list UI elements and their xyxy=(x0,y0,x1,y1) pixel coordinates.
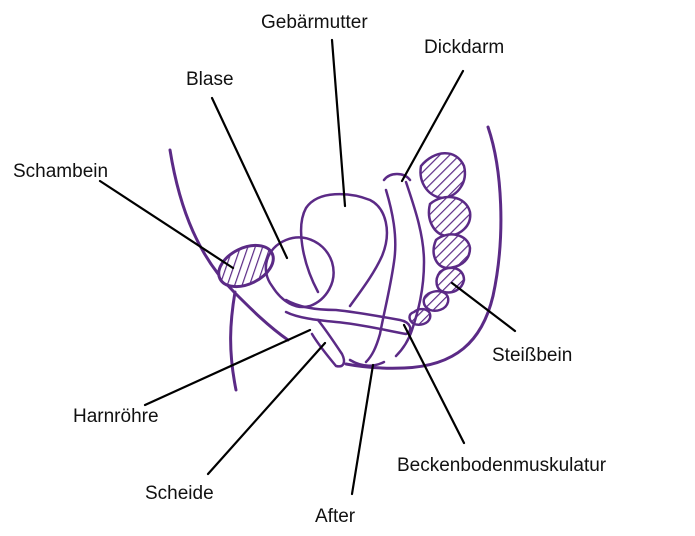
leader-beckenboden xyxy=(404,325,464,443)
front-body-outline xyxy=(170,150,288,340)
leader-harnroehre xyxy=(145,330,310,405)
coccyx-segment xyxy=(410,309,431,325)
leader-gebaermutter xyxy=(332,40,345,206)
thigh-line xyxy=(231,292,236,390)
sacrum-segment xyxy=(434,234,470,268)
leader-schambein xyxy=(100,181,233,268)
label-scheide: Scheide xyxy=(145,484,214,503)
leader-scheide xyxy=(208,343,325,474)
leader-blase xyxy=(212,98,287,258)
label-schambein: Schambein xyxy=(13,162,108,181)
sacrum-coccyx xyxy=(410,153,471,325)
label-after: After xyxy=(315,507,355,526)
urethra xyxy=(286,300,410,334)
coccyx-segment xyxy=(424,291,448,311)
label-dickdarm: Dickdarm xyxy=(424,38,504,57)
label-gebaermutter: Gebärmutter xyxy=(261,13,368,32)
sacrum-segment xyxy=(421,153,465,198)
bladder xyxy=(266,237,334,307)
vagina xyxy=(312,320,344,366)
label-beckenboden: Beckenbodenmuskulatur xyxy=(397,456,606,475)
sacrum-segment xyxy=(429,197,470,236)
uterus xyxy=(301,194,387,306)
leader-after xyxy=(352,365,373,494)
label-blase: Blase xyxy=(186,70,234,89)
label-steissbein: Steißbein xyxy=(492,346,572,365)
pubic-bone xyxy=(212,237,280,295)
label-harnroehre: Harnröhre xyxy=(73,407,159,426)
